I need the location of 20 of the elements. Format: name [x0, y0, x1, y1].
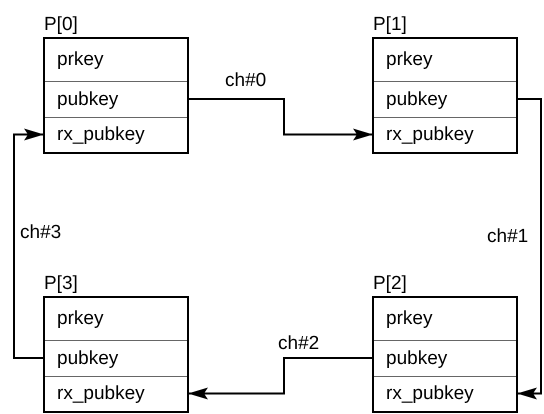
- field-row: rx_pubkey: [374, 376, 516, 411]
- field-row: pubkey: [374, 340, 516, 376]
- field-row: pubkey: [45, 81, 187, 117]
- arrow: [188, 357, 373, 400]
- field-row: rx_pubkey: [45, 376, 187, 411]
- field-row: prkey: [374, 39, 516, 81]
- field-row: prkey: [45, 298, 187, 340]
- record-title: P[2]: [372, 274, 407, 294]
- field-row: prkey: [45, 39, 187, 81]
- field-row: prkey: [374, 298, 516, 340]
- field-row: pubkey: [45, 340, 187, 376]
- record-title: P[3]: [43, 274, 78, 294]
- record-title: P[1]: [372, 15, 407, 35]
- arrow: [517, 98, 542, 400]
- arrow: [13, 128, 44, 359]
- record-title: P[0]: [43, 15, 78, 35]
- field-row: rx_pubkey: [374, 117, 516, 152]
- field-row: pubkey: [374, 81, 516, 117]
- field-row: rx_pubkey: [45, 117, 187, 152]
- arrow: [188, 98, 373, 140]
